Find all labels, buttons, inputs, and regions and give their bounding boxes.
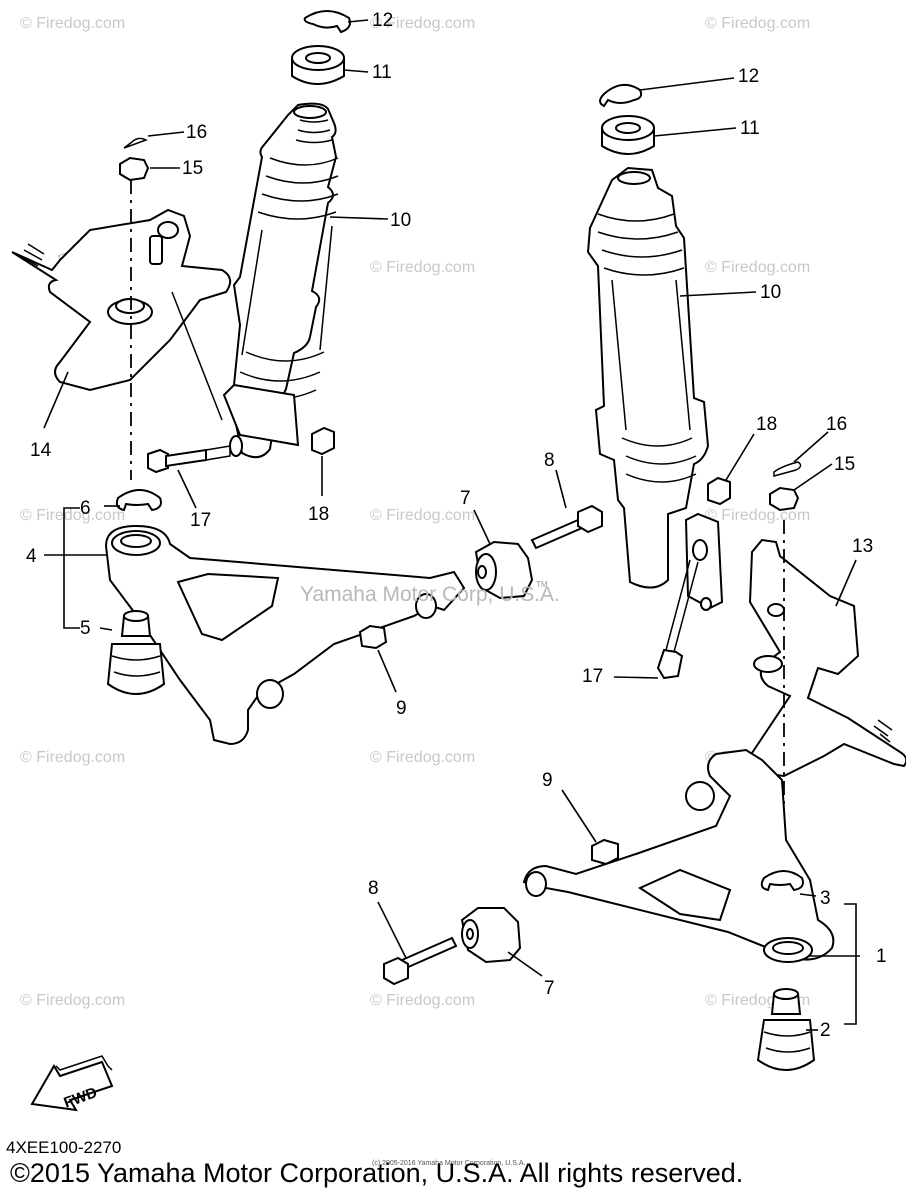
steering-knuckle-14-left — [11, 208, 232, 429]
copyright-notice: ©2015 Yamaha Motor Corporation, U.S.A. A… — [10, 1158, 744, 1188]
callout-18-left: 18 — [308, 504, 329, 525]
watermark: © Firedog.com — [370, 15, 475, 32]
watermark: © Firedog.com — [20, 749, 125, 766]
small-copyright: (c) 2005-2016 Yamaha Motor Corporation, … — [372, 1160, 526, 1167]
watermark: © Firedog.com — [370, 749, 475, 766]
bushing-11-right — [601, 115, 737, 155]
callout-18-right: 18 — [756, 414, 777, 435]
callout-17-left: 17 — [190, 510, 211, 531]
watermark: © Firedog.com — [370, 259, 475, 276]
ball-joint-5-left — [99, 610, 166, 696]
upper-arm-4-left — [44, 524, 466, 746]
diagram-code: 4XEE100-2270 — [6, 1138, 122, 1157]
callout-9-left: 9 — [396, 698, 407, 719]
bolt-17-right — [613, 559, 699, 680]
bolt-17-left — [147, 445, 231, 509]
callout-16-right: 16 — [826, 414, 847, 435]
nut-9-right — [561, 789, 619, 866]
bolt-8-right — [377, 901, 458, 986]
yamaha-watermark: Yamaha Motor Corp, U.S.A. — [300, 583, 560, 606]
callout-8-left: 8 — [544, 450, 555, 471]
callout-9-right: 9 — [542, 770, 553, 791]
steering-knuckle-13-right — [746, 538, 906, 778]
watermark: © Firedog.com — [20, 992, 125, 1009]
circlip-12-right — [599, 77, 735, 108]
callout-12-left: 12 — [372, 10, 393, 31]
bushing-7-left — [473, 509, 534, 600]
callout-5-left: 5 — [80, 618, 91, 639]
callout-13-right: 13 — [852, 536, 873, 557]
callout-7-left: 7 — [460, 488, 471, 509]
callout-10-left: 10 — [390, 210, 411, 231]
callout-15-left: 15 — [182, 158, 203, 179]
callout-10-right: 10 — [760, 282, 781, 303]
watermark: © Firedog.com — [370, 507, 475, 524]
callout-8-right: 8 — [368, 878, 379, 899]
watermark: © Firedog.com — [705, 507, 810, 524]
callout-17-right: 17 — [582, 666, 603, 687]
callout-14-left: 14 — [30, 440, 52, 461]
callout-4-left: 4 — [26, 546, 37, 567]
group-bracket-right — [844, 903, 857, 1025]
group-bracket-left — [63, 507, 80, 629]
shock-absorber-10-left — [222, 102, 389, 459]
callout-11-left: 11 — [372, 62, 392, 83]
callout-6-left: 6 — [80, 498, 91, 519]
callout-7-right: 7 — [544, 978, 555, 999]
shock-to-arm-guide — [171, 291, 223, 421]
bushing-7-right — [460, 907, 543, 977]
callout-11-right: 11 — [740, 118, 760, 139]
cotter-pin-16-right — [773, 431, 829, 477]
watermark: © Firedog.com — [20, 15, 125, 32]
watermark: © Firedog.com — [705, 259, 810, 276]
callout-labels: 12 11 16 15 10 14 17 18 6 4 5 7 8 9 12 1… — [26, 10, 887, 1041]
lower-arm-1-right — [522, 748, 860, 963]
nut-15-left — [119, 156, 180, 182]
callout-2-right: 2 — [820, 1020, 831, 1041]
circlip-6-left — [104, 489, 162, 512]
watermark: © Firedog.com — [370, 992, 475, 1009]
circlip-12-left — [303, 10, 369, 34]
bolt-8-left — [530, 469, 603, 550]
callout-3-right: 3 — [820, 888, 831, 909]
trademark-mark: TM — [536, 580, 548, 589]
bushing-11-left — [291, 45, 369, 85]
circlip-3-right — [760, 870, 817, 897]
callout-15-right: 15 — [834, 454, 855, 475]
cotter-pin-16-left — [123, 131, 185, 149]
watermark: © Firedog.com — [705, 15, 810, 32]
nut-9-left — [358, 624, 397, 693]
callout-12-right: 12 — [738, 66, 759, 87]
nut-18-right — [707, 433, 755, 506]
callout-16-left: 16 — [186, 122, 207, 143]
shock-absorber-10-right — [586, 166, 757, 611]
nut-18-left — [311, 426, 335, 496]
forward-direction-arrow: FWD — [30, 1055, 114, 1112]
watermark: © Firedog.com — [20, 507, 125, 524]
callout-1-right: 1 — [876, 946, 887, 967]
nut-15-right — [769, 463, 833, 512]
ball-joint-2-right — [756, 988, 818, 1072]
